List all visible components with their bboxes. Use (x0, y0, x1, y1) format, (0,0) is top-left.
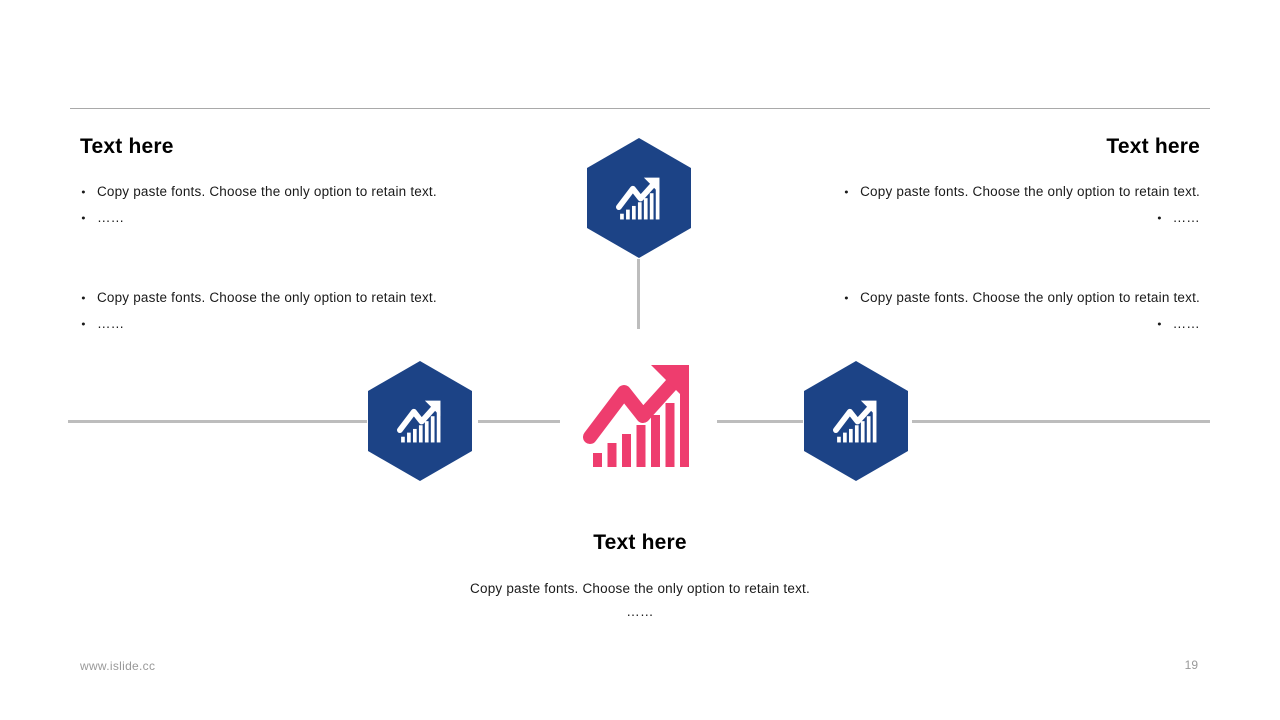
bottom-ellipsis-text: …… (626, 604, 654, 619)
right-section-title: Text here (1106, 135, 1200, 158)
left-bullet-item: • Copy paste fonts. Choose the only optio… (81, 183, 481, 200)
right-bullet-item: • Copy paste fonts. Choose the only optio… (800, 289, 1200, 306)
top-divider-line (70, 108, 1210, 109)
bullet-text: …… (96, 210, 125, 225)
bullet-marker: • (844, 291, 849, 304)
right-bullet-item: • …… (800, 209, 1200, 226)
bullet-marker: • (81, 211, 86, 224)
hexagon-node-top (587, 138, 691, 258)
bullet-text: Copy paste fonts. Choose the only option… (860, 290, 1200, 305)
horizontal-connector-line (68, 420, 367, 423)
bullet-text: Copy paste fonts. Choose the only option… (96, 184, 437, 199)
bullet-marker: • (1157, 211, 1162, 224)
bullet-text: …… (96, 316, 125, 331)
bottom-body-text: Copy paste fonts. Choose the only option… (470, 581, 810, 596)
page-number: 19 (1184, 658, 1198, 672)
growth-bar-chart-arrow-icon (583, 361, 695, 467)
left-bullet-item: • Copy paste fonts. Choose the only optio… (81, 289, 481, 306)
hexagon-node-right (804, 361, 908, 481)
left-bullet-item: • …… (81, 315, 481, 332)
bullet-marker: • (81, 317, 86, 330)
bullet-marker: • (81, 185, 86, 198)
bullet-text: Copy paste fonts. Choose the only option… (96, 290, 437, 305)
horizontal-connector-line (912, 420, 1210, 423)
bullet-marker: • (844, 185, 849, 198)
left-bullet-item: • …… (81, 209, 481, 226)
right-bullet-item: • …… (800, 315, 1200, 332)
bullet-marker: • (1157, 317, 1162, 330)
bullet-text: …… (1172, 316, 1200, 331)
bullet-marker: • (81, 291, 86, 304)
horizontal-connector-line (717, 420, 803, 423)
right-bullet-item: • Copy paste fonts. Choose the only optio… (800, 183, 1200, 200)
bullet-text: …… (1172, 210, 1200, 225)
hexagon-node-left (368, 361, 472, 481)
bullet-text: Copy paste fonts. Choose the only option… (860, 184, 1200, 199)
bottom-section-title: Text here (593, 531, 687, 554)
left-section-title: Text here (80, 135, 174, 158)
footer-site-url: www.islide.cc (80, 659, 156, 673)
horizontal-connector-line (478, 420, 560, 423)
vertical-connector-line (637, 259, 640, 329)
